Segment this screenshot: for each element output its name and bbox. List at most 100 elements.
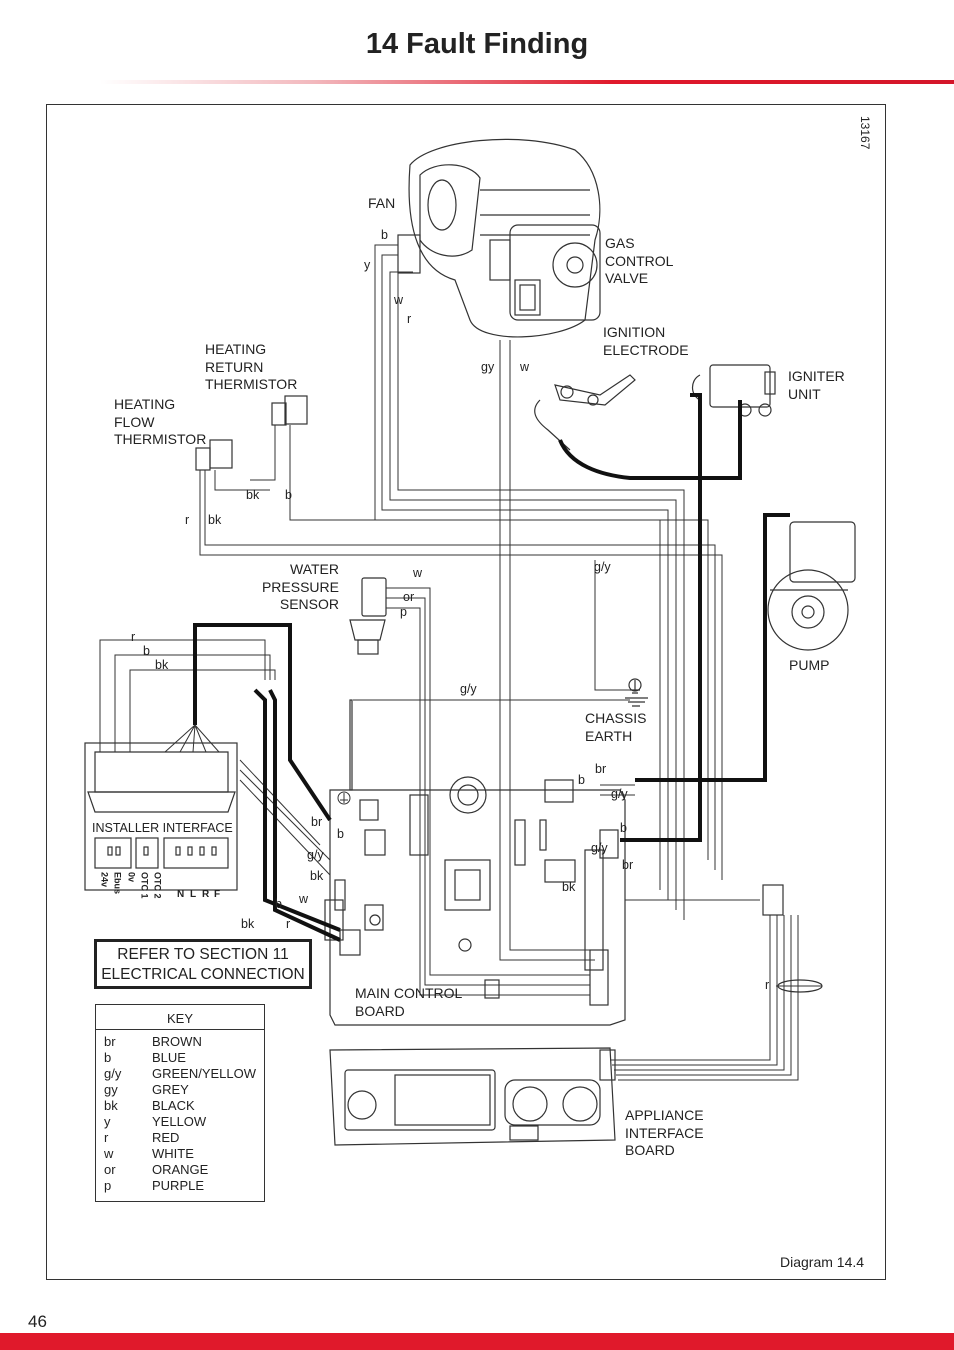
igniter-unit-drawing <box>691 364 776 417</box>
wire-label: w <box>394 293 404 307</box>
key-name: GREEN/YELLOW <box>152 1066 257 1081</box>
wire-label: b <box>275 897 282 911</box>
terminal-0v: 0v <box>126 872 137 883</box>
diagram-frame <box>46 104 886 1280</box>
appliance-interface-board-label: APPLIANCE INTERFACE BOARD <box>625 1107 704 1158</box>
water-pressure-sensor-drawing <box>349 577 387 655</box>
terminal-otc1: OTC 1 <box>139 872 150 899</box>
flow-thermistor-drawing <box>195 439 233 471</box>
wire-label: y <box>364 258 371 272</box>
wire-label: br <box>311 815 323 829</box>
wire-label: p <box>400 605 407 619</box>
diagram-caption: Diagram 14.4 <box>780 1254 865 1270</box>
fan-connector <box>397 234 421 274</box>
diagram-reference-number: 13167 <box>858 116 872 150</box>
wire-label: r <box>185 513 190 527</box>
key-title: KEY <box>166 1011 193 1026</box>
wire-label: b <box>381 228 388 242</box>
gas-valve-drawing <box>489 224 601 321</box>
key-code: gy <box>104 1082 118 1097</box>
thick-wire-mains <box>193 623 332 822</box>
key-code: br <box>104 1034 116 1049</box>
key-name: BROWN <box>152 1034 202 1049</box>
key-code: or <box>104 1162 116 1177</box>
wire-label: bk <box>155 658 169 672</box>
terminal-24v: 24v <box>99 872 110 888</box>
igniter-unit-label: IGNITER UNIT <box>788 368 845 402</box>
gas-control-valve-label: GAS CONTROL VALVE <box>605 235 674 286</box>
key-code: r <box>104 1130 109 1145</box>
terminal-l: L <box>190 889 197 900</box>
water-pressure-sensor-label: WATER PRESSURE SENSOR <box>261 561 339 612</box>
terminal-ebus: Ebus <box>112 872 123 895</box>
wire-label: gy <box>481 360 495 374</box>
wire-label: b <box>620 821 627 835</box>
wire-label: w <box>299 892 309 906</box>
colour-key: KEY br BROWN b BLUE g/y GREEN/YELLOW gy GREY… <box>95 1004 265 1202</box>
wire-label: g/y <box>611 787 628 801</box>
wire-label: bk <box>246 488 260 502</box>
key-row: or ORANGE <box>96 1162 264 1178</box>
wire-label: bk <box>241 917 255 931</box>
ignition-electrode-drawing <box>534 374 636 451</box>
key-code: bk <box>104 1098 118 1113</box>
ignition-electrode-label: IGNITION ELECTRODE <box>603 324 689 358</box>
key-row: bk BLACK <box>96 1098 264 1114</box>
key-name: ORANGE <box>152 1162 209 1177</box>
refer-text: REFER TO SECTION 11 ELECTRICAL CONNECTIO… <box>101 946 305 983</box>
wire-label: b <box>285 488 292 502</box>
key-code: b <box>104 1050 112 1065</box>
heating-return-thermistor-label: HEATING RETURN THERMISTOR <box>205 341 298 392</box>
key-row: g/y GREEN/YELLOW <box>96 1066 264 1082</box>
key-row: r RED <box>96 1130 264 1146</box>
key-name: BLACK <box>152 1098 195 1113</box>
main-control-board-label: MAIN CONTROL BOARD <box>355 985 463 1019</box>
key-code: w <box>104 1146 114 1161</box>
wire-label: g/y <box>460 682 477 696</box>
key-name: PURPLE <box>152 1178 205 1193</box>
wire-label: bk <box>310 869 324 883</box>
terminal-f: F <box>214 889 221 900</box>
terminal-n: N <box>177 889 185 900</box>
key-code: p <box>104 1178 112 1193</box>
refer-to-section-note: REFER TO SECTION 11 ELECTRICAL CONNECTIO… <box>94 939 312 989</box>
key-code: g/y <box>104 1066 122 1081</box>
key-row: w WHITE <box>96 1146 264 1162</box>
key-row: p PURPLE <box>96 1178 264 1194</box>
footer-bar <box>0 1333 954 1350</box>
installer-interface-label: INSTALLER INTERFACE <box>92 821 233 835</box>
terminal-otc2: OTC 2 <box>152 872 163 899</box>
appliance-interface-board-drawing <box>329 1047 616 1146</box>
fan-drawing <box>408 138 601 338</box>
wire-label: g/y <box>594 560 611 574</box>
aib-connector <box>762 884 784 916</box>
wire-label: bk <box>562 880 576 894</box>
return-thermistor-drawing <box>271 395 308 426</box>
wire-label: r <box>131 630 136 644</box>
key-row: b BLUE <box>96 1050 264 1066</box>
key-name: YELLOW <box>152 1114 207 1129</box>
wire-label: or <box>403 590 415 604</box>
key-name: GREY <box>152 1082 189 1097</box>
thick-wire-igniter <box>620 393 702 842</box>
wire-label: bk <box>208 513 222 527</box>
page-title: 14 Fault Finding <box>365 28 589 60</box>
fan-label: FAN <box>368 195 396 211</box>
key-name: RED <box>152 1130 180 1145</box>
title-rule <box>100 80 954 84</box>
wire-label: br <box>595 762 607 776</box>
wire-label: g/y <box>307 848 324 862</box>
key-name: BLUE <box>152 1050 186 1065</box>
wire-label: br <box>622 858 634 872</box>
wire-label: w <box>520 360 530 374</box>
key-name: WHITE <box>152 1146 194 1161</box>
installer-interface-drawing <box>84 742 238 891</box>
heating-flow-thermistor-label: HEATING FLOW THERMISTOR <box>114 396 207 447</box>
key-code: y <box>104 1114 111 1129</box>
wire-label: b <box>337 827 344 841</box>
wire-label: w <box>413 566 423 580</box>
thick-wire-pump <box>635 513 790 782</box>
thick-wire-ignition <box>558 400 742 480</box>
key-row: gy GREY <box>96 1082 264 1098</box>
